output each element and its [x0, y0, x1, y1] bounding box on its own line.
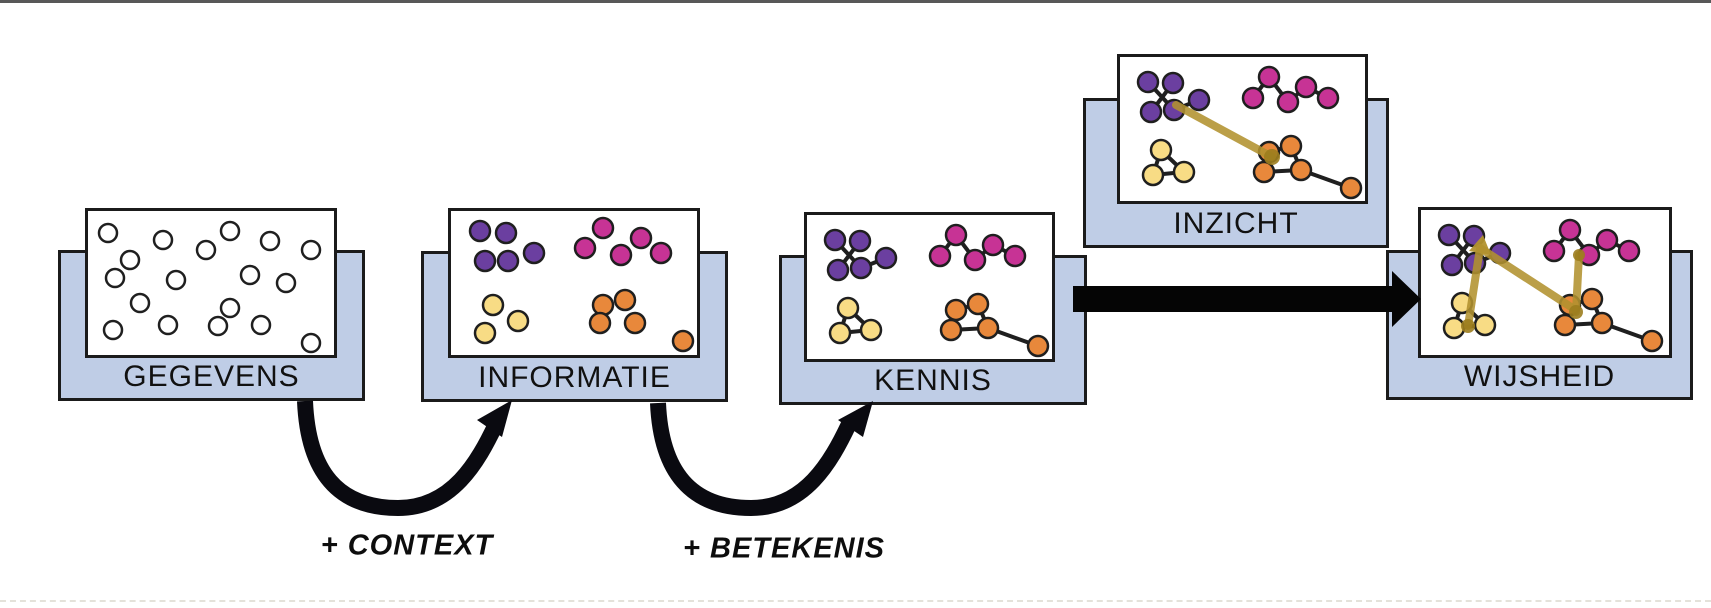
- panel-gegevens-card: [85, 208, 337, 358]
- panel-gegevens-label: GEGEVENS: [123, 360, 300, 393]
- panel-kennis-graphic: [823, 223, 1050, 358]
- panel-wijsheid-graphic: [1437, 218, 1664, 353]
- panel-wijsheid-label: WIJSHEID: [1463, 359, 1616, 393]
- panel-informatie-label: INFORMATIE: [478, 360, 671, 394]
- top-border-line: [0, 0, 1711, 3]
- arrow-context-head: [477, 400, 512, 437]
- arrow-betekenis-curve: [650, 402, 857, 517]
- panel-kennis-card: [804, 212, 1055, 362]
- arrow-context-curve: [297, 400, 504, 517]
- panel-inzicht-card: [1117, 54, 1368, 204]
- arrow-kennis-to-wijsheid: [1073, 271, 1421, 327]
- panel-inzicht-graphic: [1136, 65, 1363, 200]
- panel-informatie-card: [448, 208, 700, 358]
- panel-inzicht-label: INZICHT: [1173, 206, 1299, 240]
- panel-gegevens-graphic: [97, 220, 322, 354]
- betekenis-label: + BETEKENIS: [683, 532, 885, 565]
- arrow-betekenis-head: [838, 401, 873, 437]
- panel-informatie-graphic: [468, 216, 695, 353]
- panel-wijsheid-card: [1418, 207, 1672, 358]
- context-label: + CONTEXT: [320, 529, 494, 562]
- bottom-scan-line: [0, 600, 1711, 602]
- panel-kennis-label: KENNIS: [874, 364, 992, 397]
